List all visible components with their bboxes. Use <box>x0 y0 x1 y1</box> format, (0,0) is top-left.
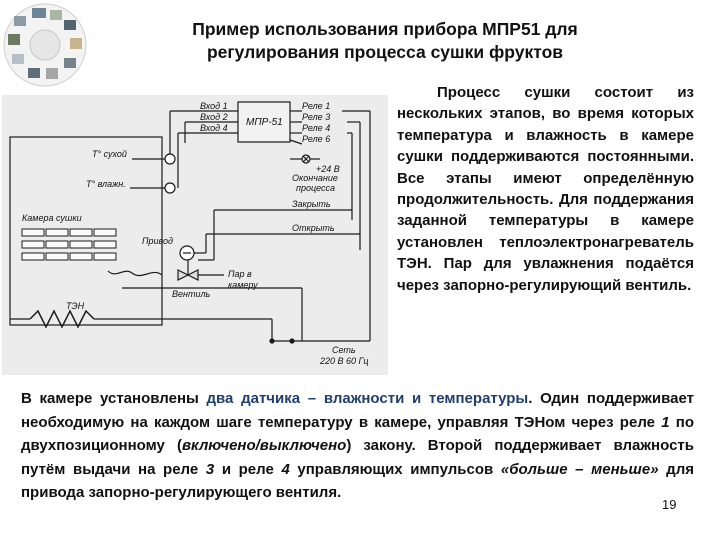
on-off-mode: включено/выключено <box>181 437 347 454</box>
chamber-label: Камера сушки <box>22 213 82 223</box>
process-end-label-2: процесса <box>296 183 335 193</box>
drying-chamber <box>9 136 163 326</box>
highlight-sensors: два датчика – влажности и температуры <box>206 390 529 407</box>
bottom-text-5: и реле <box>214 460 282 478</box>
open-label: Открыть <box>292 223 335 233</box>
bottom-text-4: ) закону. Второй поддерживает влажность … <box>21 437 694 478</box>
slide-title: Пример использования прибора МПР51 для р… <box>150 18 620 64</box>
drive-label: Привод <box>142 236 173 246</box>
bottom-text-3: по двухпозиционному ( <box>21 413 694 455</box>
relay-1-label: Реле 1 <box>302 101 330 111</box>
relay-3-ref: 3 <box>205 460 215 478</box>
valve-label: Вентиль <box>172 289 211 299</box>
steam-label-2: камеру <box>228 280 258 290</box>
mains-label-2: 220 В 60 Гц <box>319 356 369 366</box>
bottom-text-1: В камере установлены <box>21 390 207 407</box>
steam-label-1: Пар в <box>228 269 252 279</box>
pulses-phrase: «больше – меньше» <box>500 460 659 478</box>
input-1-label: Вход 1 <box>200 101 228 111</box>
side-text: Процесс сушки состоит из нескольких этап… <box>397 84 694 294</box>
side-paragraph: Процесс сушки состоит из нескольких этап… <box>397 82 694 296</box>
heater-coil <box>29 309 95 329</box>
relay-3-label: Реле 3 <box>302 112 330 122</box>
bottom-text-7: для привода запорно-регулирующего вентил… <box>21 460 694 502</box>
relay-4-ref: 4 <box>281 460 290 478</box>
power-24v-label: +24 В <box>316 164 340 174</box>
bottom-paragraph: В камере установлены два датчика – влажн… <box>21 387 694 505</box>
title-line-2: регулирования процесса сушки фруктов <box>206 42 564 62</box>
relay-4-label: Реле 4 <box>302 123 330 133</box>
page-number: 19 <box>662 497 677 512</box>
sensor-wet-label: T° влажн. <box>86 179 126 189</box>
sensor-dry-label: T° сухой <box>92 149 127 159</box>
close-label: Закрыть <box>292 199 331 209</box>
controller-box <box>237 101 291 143</box>
relay-6-label: Реле 6 <box>302 134 330 144</box>
process-end-label-1: Окончание <box>292 173 338 183</box>
relay-1-ref: 1 <box>661 413 670 431</box>
title-line-1: Пример использования прибора МПР51 для <box>192 19 578 39</box>
bottom-text-2: . Один поддерживает необходимую на каждо… <box>21 390 694 431</box>
mains-label-1: Сеть <box>332 345 356 355</box>
device-label: МПР-51 <box>246 117 283 128</box>
bottom-text-6: управляющих импульсов <box>289 460 501 478</box>
collage-logo <box>2 2 88 88</box>
input-4-label: Вход 4 <box>200 123 228 133</box>
input-2-label: Вход 2 <box>200 112 228 122</box>
heater-label: ТЭН <box>66 301 85 311</box>
wiring-diagram: МПР-51 Вход 1 Вход 2 Вход 4 Реле 1 Реле … <box>2 95 388 375</box>
